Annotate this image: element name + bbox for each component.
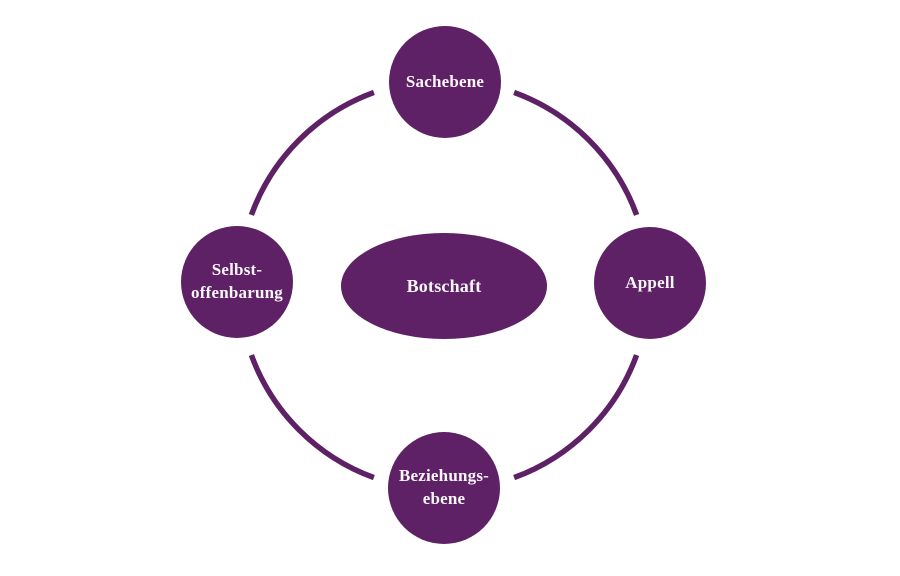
node-beziehungsebene-label-line2: ebene xyxy=(422,489,466,508)
node-sachebene-label: Sachebene xyxy=(405,71,485,91)
node-botschaft: Botschaft xyxy=(341,233,547,339)
node-appell: Appell xyxy=(594,227,706,339)
ring-arc-top-left xyxy=(248,89,375,216)
ring-arc-bottom-left xyxy=(248,354,375,481)
node-beziehungsebene-label-line1: Beziehungs- xyxy=(398,466,490,486)
node-sachebene: Sachebene xyxy=(389,26,501,138)
node-selbstoffenbarung-label-line2: offenbarung xyxy=(191,283,283,302)
node-botschaft-label: Botschaft xyxy=(406,275,482,296)
ring-arc-top-right xyxy=(513,89,640,216)
ring-arc-bottom-right xyxy=(513,354,640,481)
node-selbstoffenbarung: Selbst- offenbarung xyxy=(181,226,293,338)
node-selbstoffenbarung-label-line1: Selbst- xyxy=(211,260,263,280)
node-beziehungsebene: Beziehungs- ebene xyxy=(388,432,500,544)
node-appell-label: Appell xyxy=(625,272,675,292)
